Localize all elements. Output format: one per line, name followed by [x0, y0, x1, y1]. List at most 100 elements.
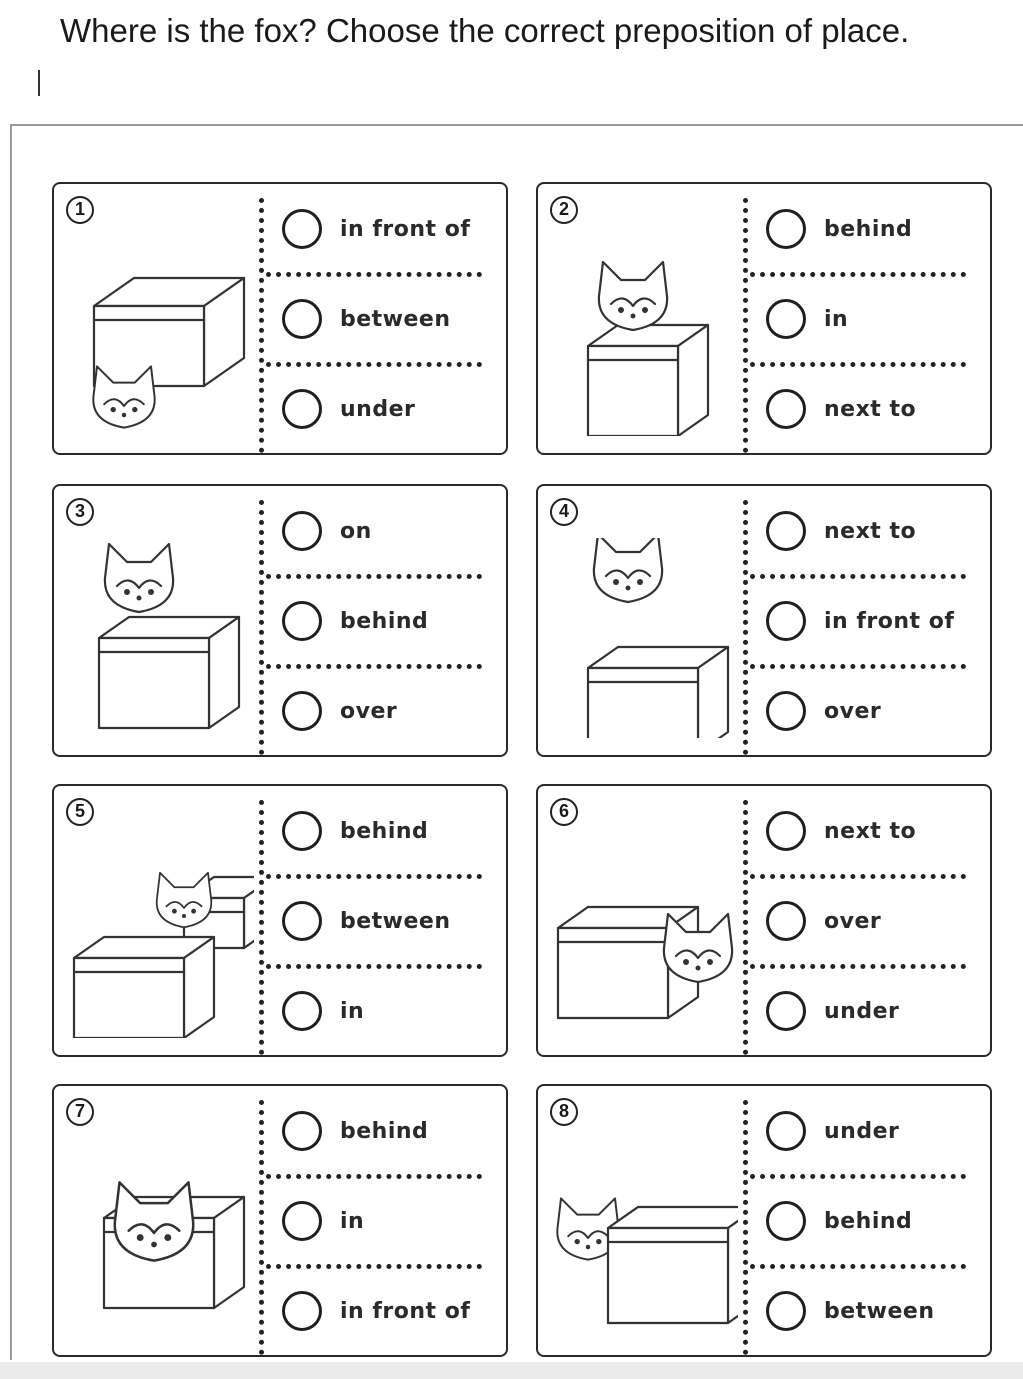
answer-option[interactable]: on: [282, 508, 502, 554]
fox-box-illustration: [92, 276, 246, 429]
answer-option[interactable]: under: [766, 988, 986, 1034]
answer-option[interactable]: under: [282, 386, 502, 432]
answer-option-label: over: [824, 698, 882, 724]
fox-box-illustration: [102, 1181, 246, 1310]
answer-option[interactable]: between: [282, 296, 502, 342]
dotted-separator: [750, 1264, 966, 1269]
answer-option[interactable]: under: [766, 1108, 986, 1154]
box-shape: [97, 615, 241, 730]
dotted-separator-vertical: [259, 500, 268, 755]
exercise-card-1: 1 in front of between under: [52, 182, 508, 455]
answer-option[interactable]: behind: [282, 808, 502, 854]
answer-option[interactable]: next to: [766, 386, 986, 432]
fox-figure: [592, 538, 664, 604]
exercise-number: 3: [66, 498, 94, 526]
answer-radio-circle[interactable]: [282, 1201, 322, 1241]
answer-option[interactable]: over: [282, 688, 502, 734]
answer-radio-circle[interactable]: [766, 601, 806, 641]
exercise-card-3: 3 on behind over: [52, 484, 508, 757]
answer-radio-circle[interactable]: [282, 691, 322, 731]
answer-option-label: behind: [340, 818, 429, 844]
answer-option-label: in: [824, 306, 849, 332]
answer-option-label: behind: [824, 1208, 913, 1234]
answer-option[interactable]: between: [766, 1288, 986, 1334]
dotted-separator-vertical: [259, 198, 268, 453]
answer-option[interactable]: behind: [766, 1198, 986, 1244]
answer-option-label: between: [340, 306, 451, 332]
answer-option[interactable]: behind: [282, 598, 502, 644]
dotted-separator: [266, 1174, 482, 1179]
answer-option-label: in front of: [824, 608, 955, 634]
answer-radio-circle[interactable]: [282, 601, 322, 641]
answer-option[interactable]: in: [766, 296, 986, 342]
answer-radio-circle[interactable]: [766, 511, 806, 551]
answer-radio-circle[interactable]: [766, 299, 806, 339]
exercise-card-4: 4 next to in front of over: [536, 484, 992, 757]
answer-option[interactable]: next to: [766, 508, 986, 554]
answer-radio-circle[interactable]: [766, 901, 806, 941]
fox-figure: [556, 1197, 620, 1261]
answer-option[interactable]: in: [282, 1198, 502, 1244]
answer-radio-circle[interactable]: [282, 811, 322, 851]
dotted-separator: [750, 272, 966, 277]
answer-radio-circle[interactable]: [282, 389, 322, 429]
dotted-separator: [266, 362, 482, 367]
answer-option[interactable]: over: [766, 898, 986, 944]
answer-option[interactable]: over: [766, 688, 986, 734]
answer-radio-circle[interactable]: [766, 1201, 806, 1241]
answer-option-label: next to: [824, 396, 917, 422]
answer-option-label: in front of: [340, 1298, 471, 1324]
dotted-separator-vertical: [743, 198, 752, 453]
answer-option-label: on: [340, 518, 372, 544]
fox-box-illustration: [556, 905, 734, 1020]
exercise-number: 7: [66, 1098, 94, 1126]
box-shape: [92, 276, 246, 388]
answer-radio-circle[interactable]: [282, 299, 322, 339]
answer-option[interactable]: next to: [766, 808, 986, 854]
answer-option[interactable]: in front of: [282, 206, 502, 252]
answer-option[interactable]: in front of: [282, 1288, 502, 1334]
answer-radio-circle[interactable]: [766, 1111, 806, 1151]
exercise-card-2: 2 behind in next to: [536, 182, 992, 455]
answer-radio-circle[interactable]: [766, 991, 806, 1031]
answer-option-label: behind: [340, 1118, 429, 1144]
box-shape: [606, 1205, 738, 1325]
exercise-number: 6: [550, 798, 578, 826]
answer-option[interactable]: in front of: [766, 598, 986, 644]
answer-option-label: under: [824, 998, 900, 1024]
answer-radio-circle[interactable]: [766, 389, 806, 429]
answer-option[interactable]: behind: [282, 1108, 502, 1154]
answer-radio-circle[interactable]: [766, 691, 806, 731]
exercise-number: 1: [66, 196, 94, 224]
page-frame-left: [10, 124, 12, 1360]
exercise-number: 4: [550, 498, 578, 526]
dotted-separator-vertical: [743, 800, 752, 1055]
dotted-separator: [750, 964, 966, 969]
answer-radio-circle[interactable]: [766, 811, 806, 851]
exercise-card-6: 6 next to over under: [536, 784, 992, 1057]
answer-radio-circle[interactable]: [282, 209, 322, 249]
answer-radio-circle[interactable]: [282, 1111, 322, 1151]
exercise-card-7: 7 behind in in front of: [52, 1084, 508, 1357]
dotted-separator: [750, 574, 966, 579]
answer-option[interactable]: behind: [766, 206, 986, 252]
answer-radio-circle[interactable]: [766, 1291, 806, 1331]
exercise-card-5: 5 behind between in: [52, 784, 508, 1057]
exercise-number: 8: [550, 1098, 578, 1126]
text-cursor: [38, 70, 40, 96]
answer-radio-circle[interactable]: [282, 901, 322, 941]
dotted-separator: [266, 964, 482, 969]
answer-radio-circle[interactable]: [282, 1291, 322, 1331]
answer-radio-circle[interactable]: [766, 209, 806, 249]
dotted-separator: [750, 664, 966, 669]
answer-option-label: in: [340, 998, 365, 1024]
answer-option-label: under: [340, 396, 416, 422]
answer-option[interactable]: in: [282, 988, 502, 1034]
answer-radio-circle[interactable]: [282, 991, 322, 1031]
answer-radio-circle[interactable]: [282, 511, 322, 551]
answer-option-label: next to: [824, 818, 917, 844]
answer-option[interactable]: between: [282, 898, 502, 944]
dotted-separator: [750, 1174, 966, 1179]
dotted-separator-vertical: [259, 800, 268, 1055]
dotted-separator: [266, 1264, 482, 1269]
